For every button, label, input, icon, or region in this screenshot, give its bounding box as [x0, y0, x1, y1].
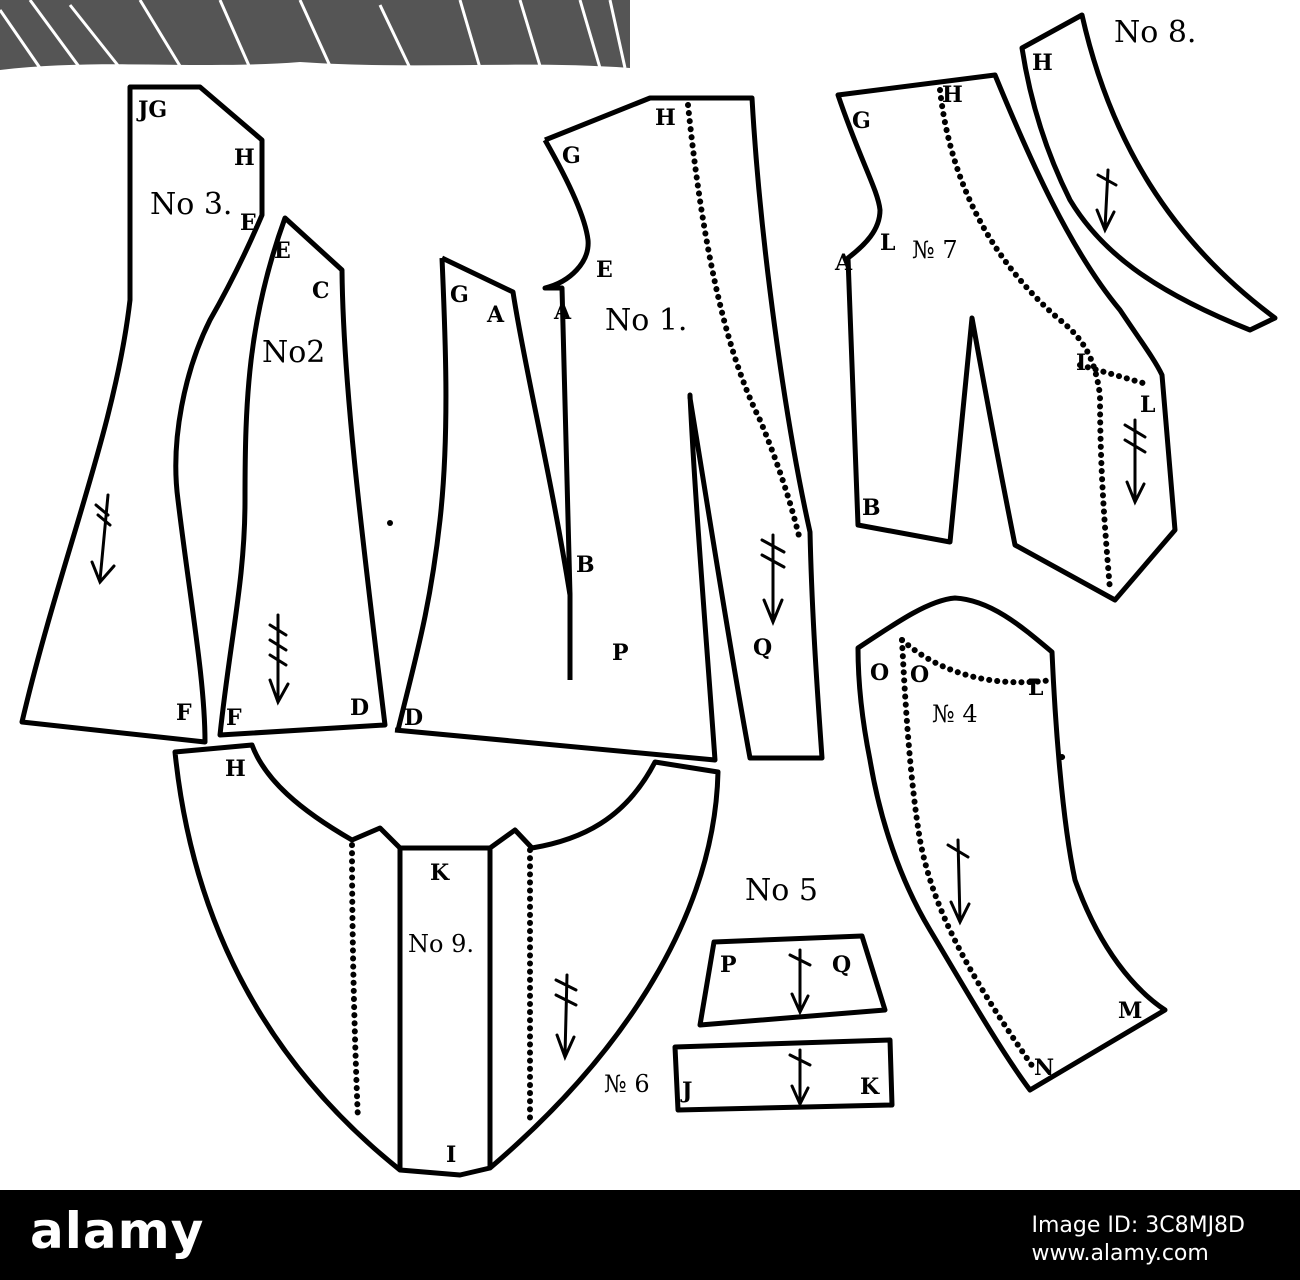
- grain-arrow-icon: [268, 613, 290, 706]
- piece8-letter-h: H: [1032, 50, 1053, 76]
- pattern-piece-no9: H K I No 9.: [172, 742, 721, 1178]
- piece5-letter-q: Q: [832, 952, 851, 978]
- piece6-letter-j: J: [680, 1078, 692, 1104]
- piece1-title: No 1.: [605, 303, 687, 338]
- grain-arrow-icon: [946, 838, 971, 926]
- piece7-letter-i: I: [1076, 350, 1086, 376]
- piece3-letter-f: F: [176, 700, 192, 726]
- engraving-fragment: [0, 0, 630, 70]
- grain-arrow-icon: [90, 493, 116, 585]
- piece7-letter-l2: L: [1140, 392, 1155, 418]
- piece1-letter-g: G: [562, 143, 581, 169]
- grain-arrow-icon: [760, 533, 786, 626]
- pattern-piece-no6: J K № 6: [604, 1037, 895, 1113]
- pattern-piece-no4: O O L M N № 4: [855, 595, 1168, 1093]
- piece7-letter-a: A: [834, 250, 853, 276]
- piece1-letter-q: Q: [753, 635, 772, 661]
- piece2-letter-e: E: [274, 238, 291, 264]
- piece1-letter-h: H: [655, 105, 676, 131]
- piece7-letter-g: G: [852, 108, 871, 134]
- piece9-title: No 9.: [408, 930, 474, 958]
- piece2-letter-d: D: [350, 695, 369, 721]
- piece4-letter-n: N: [1034, 1055, 1054, 1081]
- piece2-title: No2: [262, 335, 325, 370]
- pattern-piece-no1: H G E A B P Q No 1.: [394, 95, 825, 763]
- piece1-letter-b: B: [576, 552, 595, 578]
- watermark-image-id: Image ID: 3C8MJ8D: [1031, 1213, 1246, 1238]
- piece3-letter-h: H: [234, 145, 255, 171]
- pattern-piece-no3: JG H E F No 3.: [19, 84, 265, 745]
- piece7-letter-b: B: [862, 495, 881, 521]
- pattern-piece-no2: E C F D No2: [217, 215, 388, 738]
- pattern-piece-no7: G H L A B I L № 7: [834, 72, 1178, 603]
- piece9-letter-i: I: [446, 1142, 456, 1168]
- watermark-image-info: Image ID: 3C8MJ8D www.alamy.com: [1032, 1212, 1246, 1268]
- piece1-letter-p: P: [612, 640, 629, 666]
- piece1-letter-e: E: [596, 257, 613, 283]
- piece4-letter-l: L: [1028, 675, 1043, 701]
- piece3-title: No 3.: [150, 187, 232, 222]
- piece1-letter-a: A: [553, 299, 572, 325]
- piece2-letter-f: F: [226, 705, 242, 731]
- piece7-letter-h: H: [942, 82, 963, 108]
- watermark-logo: alamy: [30, 1202, 205, 1260]
- piece8-title: No 8.: [1114, 15, 1196, 50]
- piece9-letter-h: H: [225, 756, 246, 782]
- grain-arrow-icon: [1095, 168, 1118, 234]
- sidebody-letter-a: A: [486, 302, 505, 328]
- piece9-letter-k: K: [430, 860, 450, 886]
- ink-dot: [387, 520, 393, 526]
- piece6-title: № 6: [604, 1070, 650, 1098]
- piece7-letter-l: L: [880, 230, 895, 256]
- piece2-letter-c: C: [312, 278, 330, 304]
- piece4-title: № 4: [932, 700, 978, 728]
- sidebody-letter-g: G: [450, 282, 469, 308]
- piece4-letter-m: M: [1118, 998, 1142, 1024]
- pattern-piece-no8: H No 8.: [1019, 12, 1278, 333]
- grain-arrow-icon: [788, 948, 812, 1016]
- watermark-bar: [0, 1190, 1300, 1280]
- grain-arrow-icon: [554, 973, 578, 1061]
- piece4-letter-o: O: [870, 660, 889, 686]
- sidebody-letter-d: D: [404, 705, 423, 731]
- garment-pattern-diagram: JG H E F No 3. E C F D No2 G A D H G E A…: [0, 0, 1278, 1178]
- piece3-letter-jg: JG: [136, 97, 167, 123]
- watermark-site: www.alamy.com: [1031, 1241, 1209, 1266]
- piece5-letter-p: P: [720, 952, 737, 978]
- grain-arrow-icon: [1123, 418, 1147, 506]
- piece5-title: No 5: [745, 873, 818, 908]
- piece4-letter-o2: O: [910, 662, 929, 688]
- piece3-letter-e: E: [240, 210, 257, 236]
- piece6-letter-k: K: [860, 1074, 880, 1100]
- grain-arrow-icon: [788, 1048, 812, 1108]
- pattern-piece-side-body: G A D: [395, 255, 573, 731]
- piece7-title: № 7: [912, 236, 958, 264]
- pattern-piece-no5: P Q No 5: [697, 873, 888, 1028]
